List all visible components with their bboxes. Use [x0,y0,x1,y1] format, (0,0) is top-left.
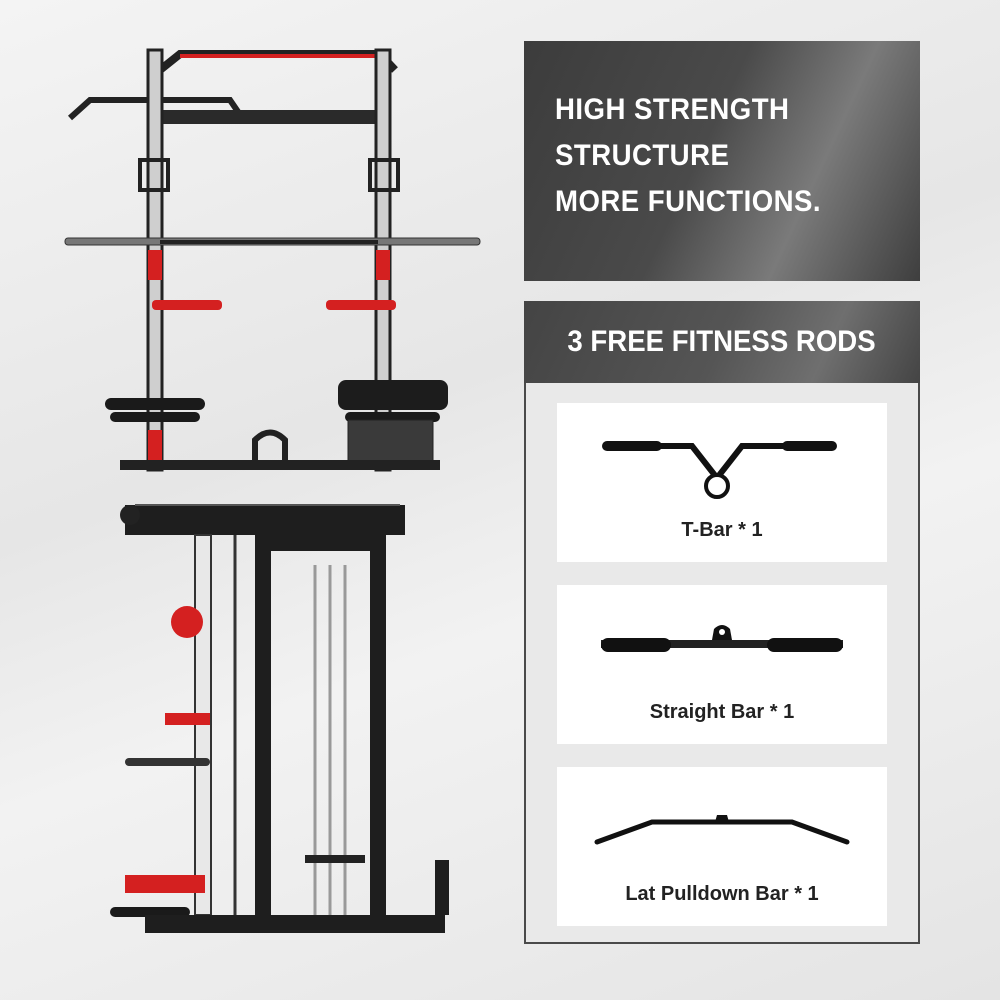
headline-line-1: HIGH STRENGTH [555,93,790,126]
headline-line-3: MORE FUNCTIONS. [555,185,822,218]
rod-label: Lat Pulldown Bar * 1 [625,883,819,905]
smith-machine-front-view [64,48,481,472]
rod-card-t-bar: T-Bar * 1 [557,403,887,562]
headline-panel: HIGH STRENGTH STRUCTURE MORE FUNCTIONS. [524,41,920,281]
headline-line-2: STRUCTURE [555,139,730,172]
rods-title-text: 3 FREE FITNESS RODS [567,325,877,358]
functional-trainer-view [110,504,449,933]
rod-card-lat-pulldown-bar: Lat Pulldown Bar * 1 [557,767,887,926]
rod-card-straight-bar: Straight Bar * 1 [557,585,887,744]
rod-label: T-Bar * 1 [681,519,763,541]
lat-pulldown-bar-icon [594,815,850,845]
t-bar-icon [602,441,837,499]
straight-bar-icon [601,625,843,652]
rods-panel-title: 3 FREE FITNESS RODS [524,301,920,383]
rod-label: Straight Bar * 1 [649,701,795,723]
